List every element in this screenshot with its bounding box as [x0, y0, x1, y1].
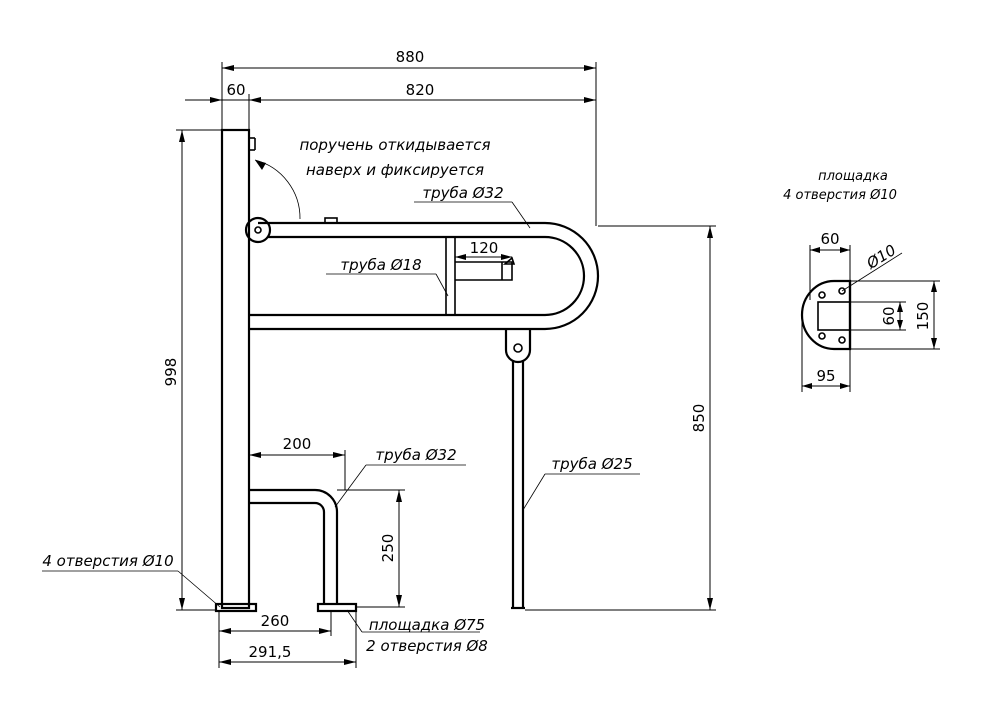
pipe-18-text: труба Ø18 — [340, 256, 421, 274]
dim-820-text: 820 — [406, 81, 435, 99]
holes-left-text: 4 отверстия Ø10 — [42, 552, 173, 570]
pad-75-text: площадка Ø75 — [369, 616, 485, 634]
fold-note-line2: наверх и фиксируется — [306, 161, 484, 179]
lower-handle — [249, 488, 358, 613]
dim-200-text: 200 — [283, 435, 312, 453]
dim-260: 260 — [218, 611, 332, 668]
pipe-32-lower-text: труба Ø32 — [375, 446, 456, 464]
pipe-25-text: труба Ø25 — [551, 455, 632, 473]
label-pipe-32-lower: труба Ø32 — [334, 446, 466, 508]
dim-291-text: 291,5 — [249, 643, 292, 661]
dim-820: 820 60 — [185, 81, 596, 130]
fold-note: поручень откидывается наверх и фиксирует… — [299, 136, 490, 179]
plate-dim-60v-text: 60 — [880, 306, 898, 325]
holes-8-text: 2 отверстия Ø8 — [366, 637, 488, 655]
label-pipe-25: труба Ø25 — [522, 455, 640, 511]
fold-note-line1: поручень откидывается — [299, 136, 490, 154]
plate-dim-150-text: 150 — [914, 302, 932, 331]
dim-260-text: 260 — [261, 612, 290, 630]
label-pipe-18: труба Ø18 — [326, 256, 449, 297]
support-leg — [504, 329, 532, 610]
mounting-plate-view: площадка 4 отверстия Ø10 60 Ø10 60 — [783, 169, 940, 392]
dim-880: 880 — [221, 48, 597, 226]
label-pipe-32-top: труба Ø32 — [414, 184, 531, 229]
dim-60-text: 60 — [226, 81, 245, 99]
dim-200: 200 — [249, 435, 346, 490]
dim-291: 291,5 — [219, 611, 357, 668]
upper-handrail — [244, 216, 600, 331]
pipe-32-top-text: труба Ø32 — [422, 184, 503, 202]
dim-250: 250 — [337, 489, 405, 608]
dim-120-text: 120 — [470, 239, 499, 257]
dim-250-text: 250 — [379, 534, 397, 563]
plate-holes: 4 отверстия Ø10 — [783, 188, 897, 203]
dim-850-text: 850 — [690, 404, 708, 433]
label-pad-75: площадка Ø75 2 отверстия Ø8 — [346, 609, 488, 655]
plate-dim-60-text: 60 — [820, 230, 839, 248]
fold-arc — [254, 159, 301, 220]
wall-post — [214, 128, 258, 613]
dim-880-text: 880 — [396, 48, 425, 66]
dim-998: 998 — [162, 129, 222, 611]
plate-dim-95-text: 95 — [816, 367, 835, 385]
dim-120: 120 — [455, 239, 512, 260]
label-holes-left: 4 отверстия Ø10 — [42, 552, 221, 608]
plate-hole-dia: Ø10 — [863, 241, 900, 273]
dim-850: 850 — [525, 225, 716, 611]
dim-998-text: 998 — [162, 358, 180, 387]
plate-title: площадка — [818, 169, 888, 184]
